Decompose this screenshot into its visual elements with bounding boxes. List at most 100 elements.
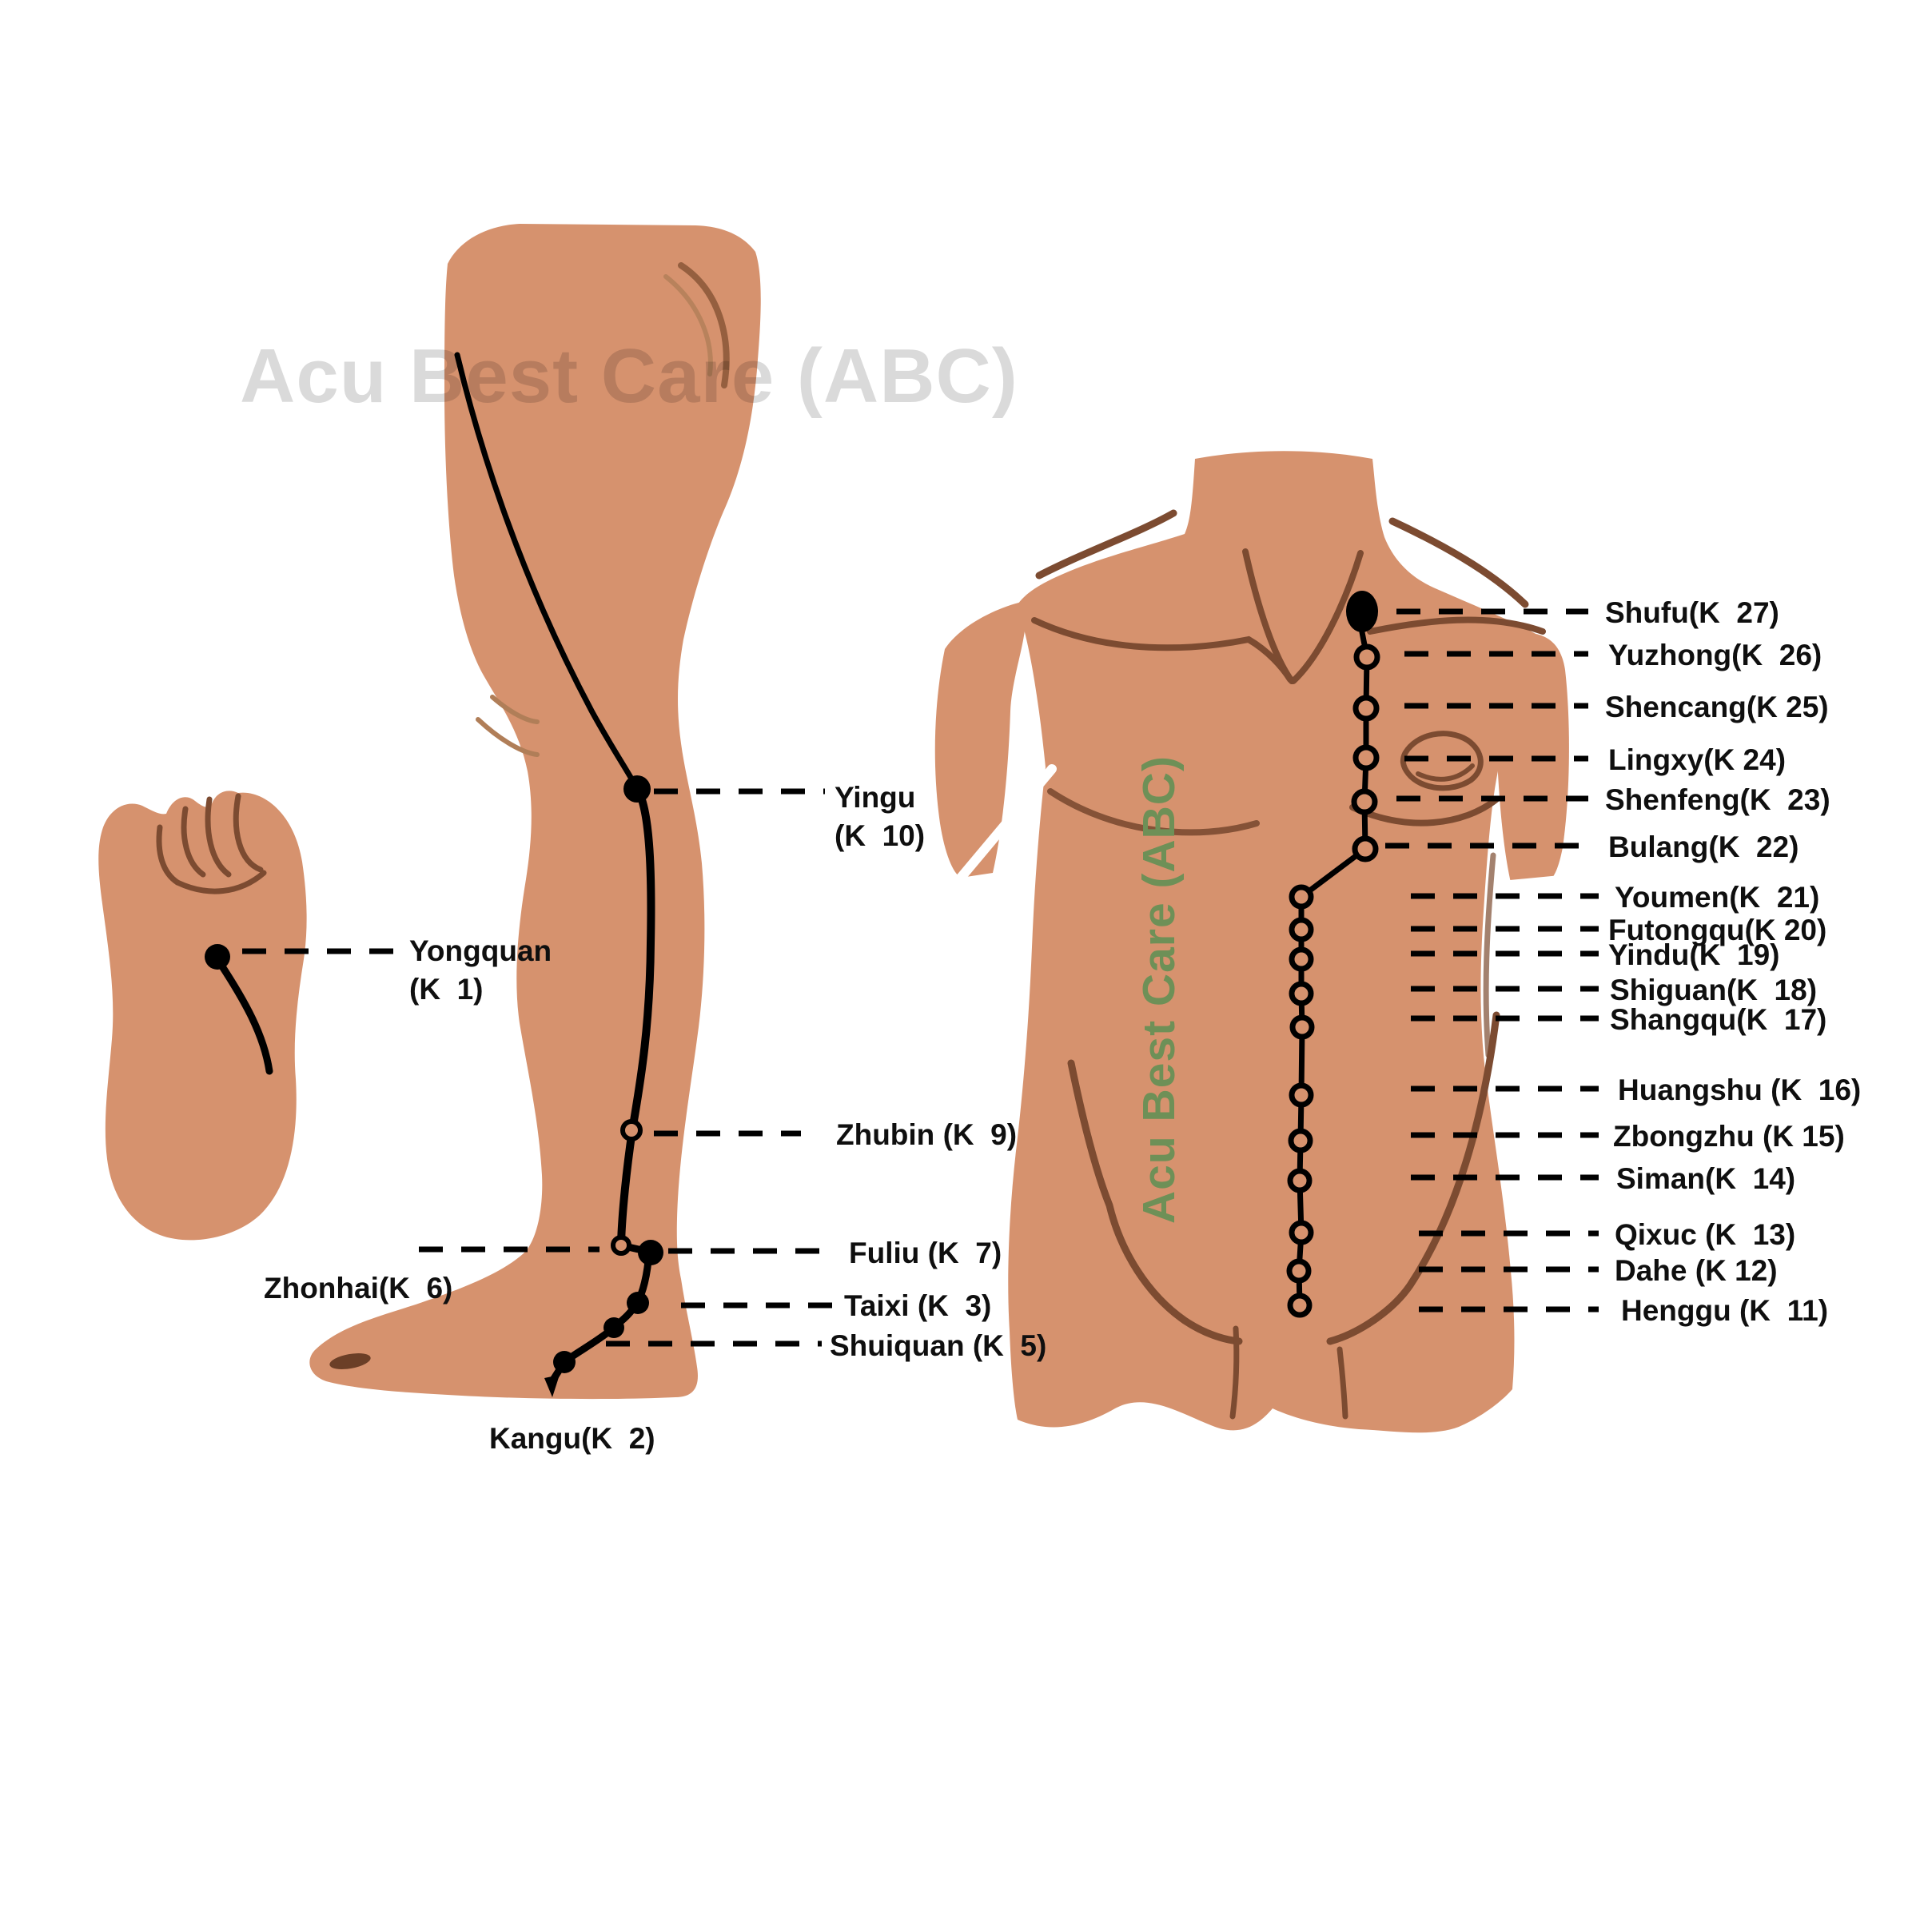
foot-sole-shape [98, 791, 307, 1241]
acupoint-label-bulang-k22: Bulang(K 22) [1608, 828, 1799, 866]
acupoint-label-youmen-k21: Youmen(K 21) [1615, 878, 1819, 917]
acupoint-label-lingxy-k24: Lingxy(K 24) [1608, 741, 1786, 779]
acupoint-label-shencang-k25: Shencang(K 25) [1605, 688, 1829, 727]
acupoint-marker-dot [627, 1292, 649, 1314]
acupoint-label-line: Shuiquan (K 5) [830, 1329, 1047, 1362]
acupoint-label-line: (K 10) [835, 819, 926, 852]
acupoint-label-line: (K 1) [409, 973, 484, 1006]
acupoint-label-shiguan-k18: Shiguan(K 18) [1610, 971, 1817, 1010]
acupoint-label-line: Shencang(K 25) [1605, 691, 1829, 723]
acupoint-label-line: Shangqu(K 17) [1610, 1003, 1827, 1036]
leg-shape [309, 224, 761, 1400]
acupoint-label-zhonhai-k6: Zhonhai(K 6) [264, 1269, 452, 1308]
trapezius-left [1035, 509, 1177, 580]
acupoint-label-line: Siman(K 14) [1616, 1162, 1796, 1195]
acupoint-label-line: Bulang(K 22) [1608, 831, 1799, 863]
acupoint-label-yindu-k19: Yindu(K 19) [1608, 936, 1779, 974]
acupoint-label-line: Henggu (K 11) [1621, 1294, 1829, 1327]
meridian-arrowhead [544, 1375, 560, 1397]
acupoint-marker-dot [604, 1317, 624, 1338]
clavicle-right [1367, 616, 1546, 635]
acupoint-marker-ring [1289, 1082, 1314, 1108]
nipple-right [1400, 731, 1484, 791]
acupoint-label-zbongzhu-k15: Zbongzhu (K 15) [1613, 1117, 1845, 1156]
acupoint-label-dahe-k12: Dahe (K 12) [1615, 1252, 1778, 1290]
acupoint-label-line: Yingu [835, 781, 916, 814]
acupoint-marker-ring [1289, 946, 1314, 972]
toe-crease-3 [205, 796, 232, 878]
acupoint-label-line: Zhonhai(K 6) [264, 1272, 453, 1305]
acupoint-marker-ring [1289, 884, 1314, 910]
acupoint-marker-ring [1352, 835, 1379, 862]
meridian-lower-leg [617, 785, 655, 1248]
acupoint-marker-ring [1287, 1293, 1313, 1318]
acupoint-label-yongquan-k1: Yongquan (K 1) [409, 932, 552, 1009]
acupoint-marker-oval [1346, 591, 1378, 632]
acupoint-marker-ring [1287, 1168, 1313, 1193]
acupoint-label-shenfeng-k23: Shenfeng(K 23) [1605, 781, 1830, 819]
acupoint-label-line: Zhubin (K 9) [836, 1118, 1018, 1151]
acupoint-label-huangshu-k16: Huangshu (K 16) [1618, 1071, 1861, 1109]
acupoint-marker-dot [623, 775, 651, 803]
acupoint-label-line: Yongquan [409, 934, 552, 967]
acupoint-marker-ring [1289, 1220, 1314, 1245]
acupoint-marker-ring [611, 1235, 631, 1256]
toe-crease-4 [233, 793, 264, 873]
torso-shape [1008, 451, 1546, 1433]
toe-crease-5 [174, 870, 267, 894]
acupoint-label-henggu-k11: Henggu (K 11) [1621, 1292, 1828, 1330]
acupoint-label-siman-k14: Siman(K 14) [1616, 1160, 1795, 1198]
clavicle-left [1031, 617, 1293, 683]
groin-line-left [1229, 1325, 1240, 1420]
groin-line-right [1336, 1346, 1348, 1420]
right-armpit-cut [1489, 875, 1564, 890]
left-armpit-cut [956, 764, 1057, 882]
acupoint-marker-ring [1286, 1258, 1312, 1284]
toe-crease-2 [181, 806, 206, 878]
acupoint-label-qixuc-k13: Qixuc (K 13) [1615, 1216, 1795, 1254]
acupoint-marker-ring [1352, 744, 1380, 771]
left-arm-shape [934, 601, 1026, 878]
acupoint-label-line: Dahe (K 12) [1615, 1254, 1778, 1287]
toe-crease-1 [156, 824, 181, 886]
acupoint-marker-ring [620, 1119, 643, 1141]
knee-crease-2 [490, 695, 540, 724]
acupoint-label-line: Fuliu (K 7) [849, 1237, 1002, 1269]
acupoint-label-yingu-k10: Yingu (K 10) [835, 779, 925, 855]
trapezius-right [1388, 517, 1529, 608]
toenail [329, 1353, 371, 1369]
watermark-text: Acu Best Care (ABC) [240, 333, 1018, 419]
acupoint-label-shufu-k27: Shufu(K 27) [1605, 594, 1779, 632]
acupoint-label-line: Shiguan(K 18) [1610, 974, 1818, 1006]
acupoint-label-line: Shufu(K 27) [1605, 596, 1779, 629]
acupoint-marker-dot [638, 1240, 663, 1265]
acupoint-label-line: Yindu(K 19) [1608, 938, 1780, 971]
neck-v-right [1290, 550, 1364, 684]
acupoint-label-line: Youmen(K 21) [1615, 881, 1820, 914]
acupoint-label-line: Zbongzhu (K 15) [1613, 1120, 1845, 1153]
buttock-stroke-light [663, 274, 713, 376]
acupoint-label-yuzhong-k26: Yuzhong(K 26) [1608, 636, 1822, 675]
acupoint-marker-ring [1352, 695, 1380, 722]
acupoint-label-line: Taixi (K 3) [844, 1289, 992, 1322]
abdomen-curve-right [1326, 1011, 1500, 1345]
acupoint-marker-dot [205, 944, 230, 970]
acupoint-marker-ring [1351, 788, 1378, 815]
nipple-right-inner [1416, 763, 1475, 782]
acupoint-label-line: Futongqu(K 20) [1608, 914, 1827, 946]
meridian-thigh [454, 352, 640, 792]
acupoint-label-line: Shenfeng(K 23) [1605, 783, 1830, 816]
acupoint-label-fuliu-k7: Fuliu (K 7) [849, 1234, 1002, 1273]
acupoint-label-line: Yuzhong(K 26) [1608, 639, 1822, 671]
acupoint-marker-ring [1289, 1014, 1315, 1040]
torso-right-shade [1483, 852, 1496, 1058]
acupoint-marker-ring [1289, 981, 1314, 1006]
acupoint-label-line: Lingxy(K 24) [1608, 743, 1787, 776]
meridian-foot-tail [217, 960, 273, 1075]
acupoint-label-kangu-k2: Kangu(K 2) [489, 1420, 655, 1458]
acupoint-label-shangqu-k17: Shangqu(K 17) [1610, 1001, 1826, 1039]
knee-crease-1 [476, 717, 540, 757]
